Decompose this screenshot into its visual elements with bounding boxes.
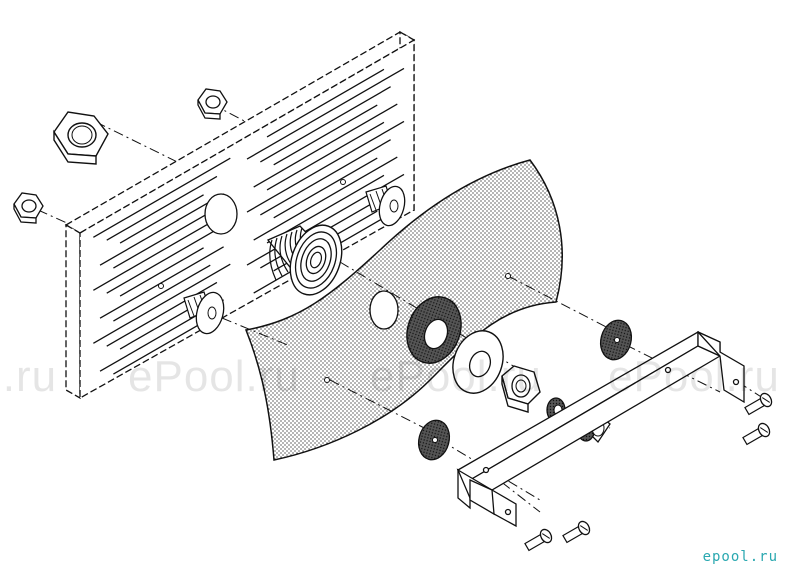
large-hex-nut-icon [53,111,109,165]
wood-grain-line [113,211,211,269]
wood-grain-line [99,246,224,319]
wood-grain-line [106,228,218,294]
screw-icon-4 [524,528,553,552]
screw-icon-1 [744,392,773,416]
thread-ridge [279,235,289,273]
wood-grain-line [113,264,211,322]
wood-grain-line [253,103,398,188]
wood-grain-line [113,317,211,375]
wood-grain-line [246,120,405,213]
small-hex-nut-left-icon [13,192,44,224]
gasket-left-icon [417,419,451,461]
wood-grain-line [273,104,378,166]
hex-lock-nut-icon [501,365,541,413]
small-hex-nut-top-icon [197,88,228,120]
screw-icon-2 [742,422,771,446]
wood-grain-line [93,157,231,238]
wood-grain-line [119,247,204,297]
thread-ridge [269,239,277,281]
wood-grain-line [119,194,204,244]
threaded-nozzle-icon [266,224,343,296]
wood-grain-line [266,68,385,138]
wood-grain-line [253,156,398,241]
bolt-bottom-left-icon [183,291,225,335]
wood-grain-line [99,193,224,266]
large-gasket-icon [406,296,462,364]
wood-grain-line [260,139,391,216]
thread-ridge [274,237,283,277]
gasket-right-icon [599,319,633,361]
wood-grain-line [246,67,405,160]
screw-icon-3 [562,520,591,544]
wood-grain-line [106,175,218,241]
bolt-top-right-icon [365,185,406,227]
membrane-liner-icon [244,159,563,461]
wood-grain-line [273,157,378,219]
mounting-bracket-icon [456,330,745,528]
wood-grain-line [260,86,391,163]
wall-panel-icon [64,30,416,400]
flat-washer-icon [452,330,504,394]
brand-label: epool.ru [702,549,778,565]
wood-grain-line [93,263,231,344]
wood-grain-line [266,121,385,191]
